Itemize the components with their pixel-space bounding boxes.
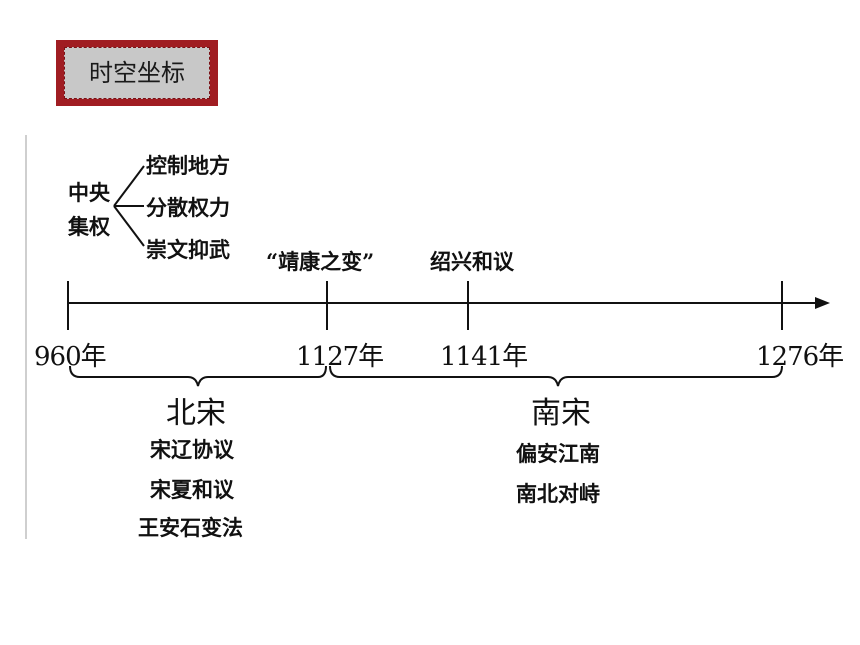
- brace-northern-song: [69, 365, 327, 387]
- year-1127: 1127年: [296, 342, 384, 372]
- southern-song-item-1: 偏安江南: [516, 441, 600, 466]
- branch-label-1: 控制地方: [146, 153, 230, 178]
- southern-song-title: 南宋: [531, 396, 591, 431]
- badge-label: 时空坐标: [89, 59, 185, 87]
- branch-line-1: [113, 165, 145, 207]
- central-label-line2: 集权: [68, 214, 110, 239]
- branch-label-3: 崇文抑武: [146, 237, 230, 262]
- brace-southern-song: [329, 365, 783, 387]
- left-margin-line: [25, 135, 27, 539]
- northern-song-item-2: 宋夏和议: [150, 477, 234, 502]
- event-shaoxing-treaty: 绍兴和议: [430, 249, 514, 274]
- event-jingkang: “靖康之变”: [266, 249, 375, 274]
- year-1141: 1141年: [440, 342, 528, 372]
- year-960: 960年: [34, 342, 107, 372]
- central-label-line1: 中央: [68, 180, 110, 205]
- branch-line-3: [113, 205, 145, 247]
- northern-song-title: 北宋: [166, 396, 226, 431]
- northern-song-item-3: 王安石变法: [138, 515, 243, 540]
- year-1276: 1276年: [756, 342, 844, 372]
- badge-background: [64, 47, 210, 99]
- timeline-arrowhead: [815, 297, 830, 309]
- southern-song-item-2: 南北对峙: [516, 481, 600, 506]
- northern-song-item-1: 宋辽协议: [150, 437, 234, 462]
- branch-label-2: 分散权力: [146, 195, 230, 220]
